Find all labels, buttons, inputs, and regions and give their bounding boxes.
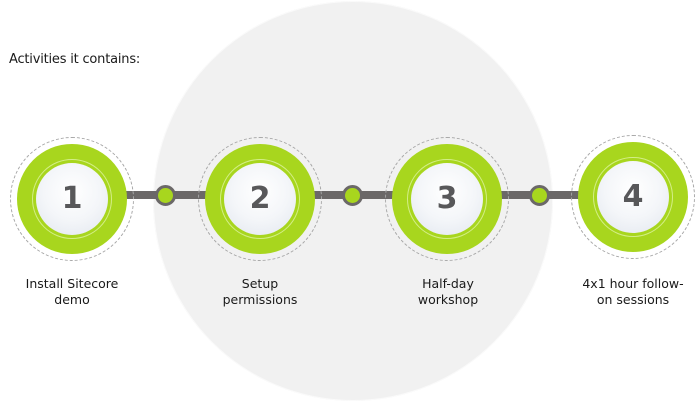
inner-ring-line [220, 159, 300, 239]
step-1-label: Install Sitecore demo [2, 276, 142, 308]
label-line-1: 4x1 hour follow- [582, 276, 684, 291]
label-line-2: on sessions [596, 292, 670, 307]
label-line-2: demo [54, 292, 90, 307]
inner-ring-line [407, 159, 487, 239]
dashed-ring [10, 137, 134, 261]
step-2-label: Setup permissions [190, 276, 330, 308]
dashed-ring [198, 137, 322, 261]
connector-dot-3 [529, 185, 550, 206]
connector-dot-2 [342, 185, 363, 206]
connector-dot-1 [155, 185, 176, 206]
step-number-badge: 3 [411, 163, 483, 235]
inner-ring-line [32, 159, 112, 239]
label-line-1: Setup [241, 276, 279, 291]
step-3-label: Half-day workshop [378, 276, 518, 308]
label-line-1: Install Sitecore [25, 276, 119, 291]
label-line-2: permissions [222, 292, 298, 307]
step-1: 1 [10, 137, 134, 261]
step-3: 3 [385, 137, 509, 261]
step-number-badge: 1 [36, 163, 108, 235]
inner-ring-line [593, 157, 673, 237]
step-number: 4 [622, 179, 644, 214]
step-4-label: 4x1 hour follow- on sessions [563, 276, 700, 308]
label-line-1: Half-day [422, 276, 474, 291]
label-line-2: workshop [417, 292, 479, 307]
step-number-badge: 4 [597, 161, 669, 233]
step-number-badge: 2 [224, 163, 296, 235]
step-number: 3 [436, 181, 458, 216]
section-heading: Activities it contains: [9, 52, 141, 67]
step-2: 2 [198, 137, 322, 261]
step-number: 1 [61, 181, 83, 216]
dashed-ring [571, 135, 695, 259]
dashed-ring [385, 137, 509, 261]
step-number: 2 [249, 181, 271, 216]
step-4: 4 [571, 135, 695, 259]
